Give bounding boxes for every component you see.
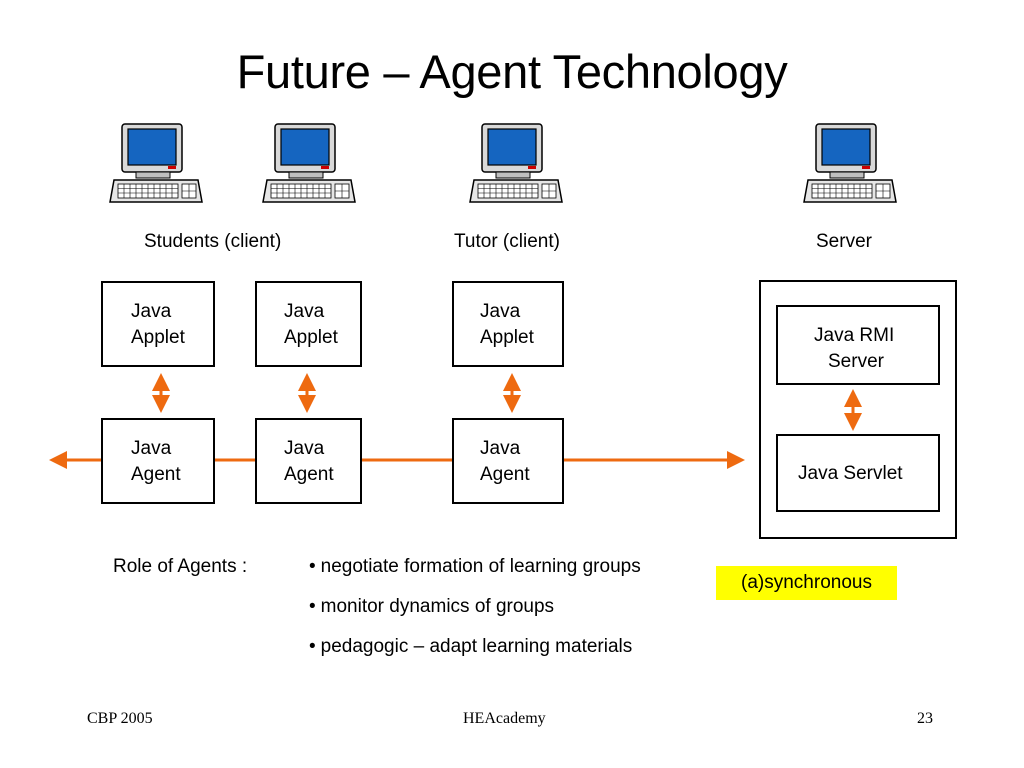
footer-left: CBP 2005	[87, 710, 153, 727]
java-agent-box: Java Agent	[255, 418, 362, 504]
box-line-2: Applet	[284, 327, 338, 348]
java-applet-box: Java Applet	[101, 281, 215, 367]
asynchronous-highlight: (a)synchronous	[716, 566, 897, 600]
page-number: 23	[917, 710, 933, 727]
java-servlet-box: Java Servlet	[776, 434, 940, 512]
server-container	[759, 280, 957, 539]
java-agent-box: Java Agent	[452, 418, 564, 504]
box-line-1: Java	[284, 301, 325, 322]
box-line-1: Java	[480, 438, 521, 459]
box-line-1: Java RMI	[814, 325, 895, 346]
list-item: monitor dynamics of groups	[309, 596, 641, 636]
role-of-agents-heading: Role of Agents :	[113, 556, 248, 577]
students-client-label: Students (client)	[144, 231, 282, 252]
tutor-client-label: Tutor (client)	[454, 231, 560, 252]
computer-icon	[469, 123, 563, 203]
java-applet-box: Java Applet	[452, 281, 564, 367]
slide-title: Future – Agent Technology	[236, 45, 788, 98]
role-list: negotiate formation of learning groups m…	[309, 556, 641, 676]
java-agent-box: Java Agent	[101, 418, 215, 504]
server-label: Server	[816, 231, 872, 252]
box-line-1: Java	[131, 301, 172, 322]
box-line-2: Agent	[480, 464, 530, 485]
computer-icon	[109, 123, 203, 203]
computer-icon	[262, 123, 356, 203]
footer-center: HEAcademy	[463, 710, 546, 727]
box-line-1: Java	[131, 438, 172, 459]
box-line-2: Applet	[131, 327, 185, 348]
box-line-2: Agent	[131, 464, 181, 485]
box-line-1: Java	[480, 301, 521, 322]
list-item: negotiate formation of learning groups	[309, 556, 641, 596]
java-applet-box: Java Applet	[255, 281, 362, 367]
box-line-2: Agent	[284, 464, 334, 485]
box-line-2: Server	[828, 351, 884, 372]
box-line-2: Applet	[480, 327, 534, 348]
box-line-1: Java Servlet	[798, 463, 903, 484]
list-item: pedagogic – adapt learning materials	[309, 636, 641, 676]
java-rmi-server-box: Java RMI Server	[776, 305, 940, 385]
box-line-1: Java	[284, 438, 325, 459]
computer-icon	[803, 123, 897, 203]
